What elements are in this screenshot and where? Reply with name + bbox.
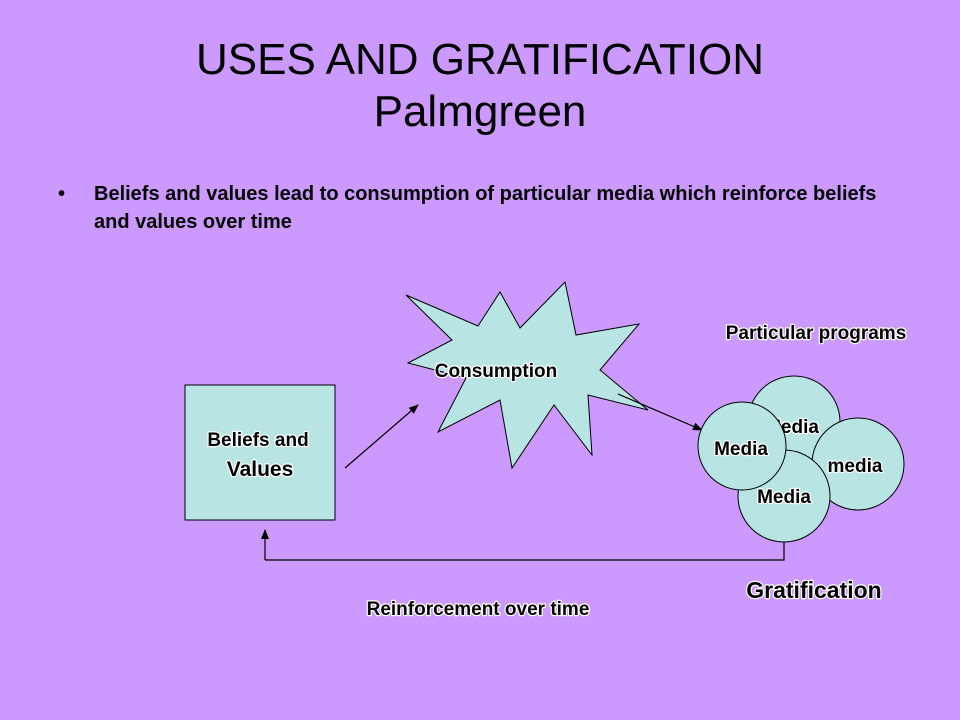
title-line-2: Palmgreen — [373, 87, 587, 136]
slide-title: USES AND GRATIFICATION Palmgreen — [0, 34, 960, 138]
gratification-label: Gratification — [746, 577, 881, 603]
media-label-front: Media — [714, 439, 768, 460]
consumption-starburst — [405, 280, 649, 470]
arrow-consumption-to-media — [617, 393, 703, 431]
arrow-beliefs-to-consumption — [344, 404, 419, 469]
media-circle-front — [697, 401, 787, 491]
reinforcement-label: Reinforcement over time — [367, 599, 590, 620]
feedback-loop-line — [265, 542, 785, 561]
media-label-bottom: Media — [757, 487, 811, 508]
particular-programs-label: Particular programs — [726, 323, 907, 344]
title-line-1: USES AND GRATIFICATION — [196, 35, 764, 84]
bullet-dot: • — [58, 183, 66, 205]
beliefs-label-line-2: Values — [227, 458, 294, 481]
media-label-back-right: media — [828, 456, 883, 477]
consumption-label: Consumption — [435, 361, 557, 382]
bullet-text: Beliefs and values lead to consumption o… — [94, 183, 877, 233]
beliefs-label-line-1: Beliefs and — [207, 430, 308, 451]
beliefs-values-box — [184, 384, 336, 521]
